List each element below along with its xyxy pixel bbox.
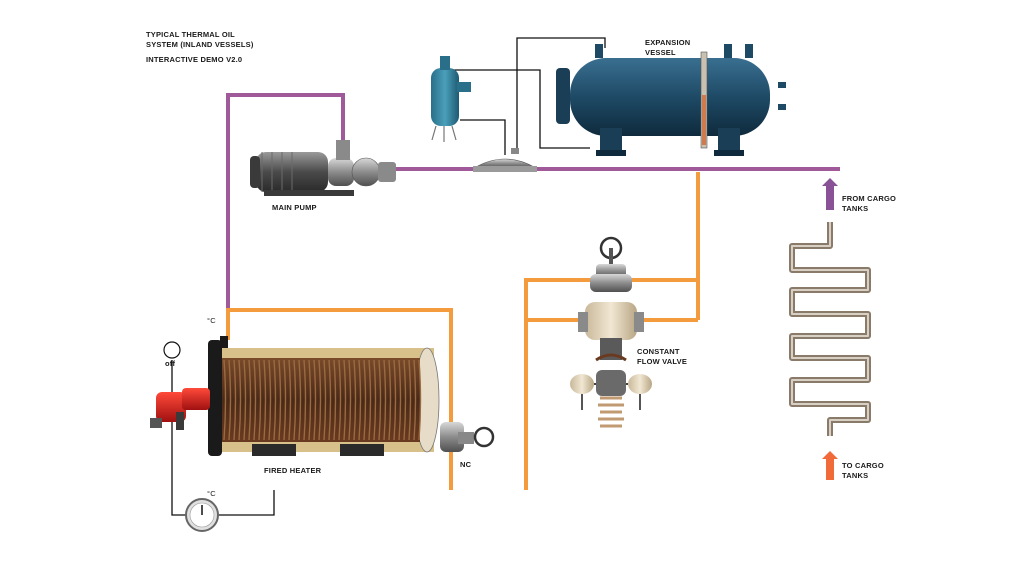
diagram-title: TYPICAL THERMAL OIL SYSTEM (INLAND VESSE…: [146, 30, 254, 49]
nc-label: NC: [460, 460, 472, 469]
nc-valve[interactable]: [440, 422, 495, 452]
constant-flow-valve[interactable]: [570, 302, 652, 428]
temp-unit-top: °C: [207, 316, 216, 325]
temp-unit-bottom: °C: [207, 489, 216, 498]
demo-version: INTERACTIVE DEMO V2.0: [146, 55, 243, 64]
burner-switch-label: off: [165, 359, 176, 368]
deaerator[interactable]: [472, 148, 538, 172]
from-cargo-arrow-icon: [822, 178, 838, 210]
from-cargo-tanks-label: FROM CARGO TANKS: [842, 194, 897, 213]
globe-valve[interactable]: [590, 236, 632, 292]
burner[interactable]: [150, 388, 210, 430]
return-oil-pipes: [226, 93, 840, 340]
pump-suction-pipe: [226, 93, 345, 340]
fired-heater[interactable]: [208, 336, 440, 456]
main-pump-label: MAIN PUMP: [272, 203, 317, 212]
heater-coils: [223, 359, 422, 441]
bypass-line: [524, 278, 698, 490]
main-pump[interactable]: [250, 140, 396, 196]
to-cargo-arrow-icon: [822, 451, 838, 480]
expansion-vessel[interactable]: [556, 44, 786, 156]
heater-outlet-pipe: [226, 308, 453, 490]
constant-flow-valve-label: CONSTANT FLOW VALVE: [637, 347, 688, 366]
to-cargo-tanks-label: TO CARGO TANKS: [842, 461, 884, 480]
temperature-gauge[interactable]: [185, 498, 219, 532]
fired-heater-label: FIRED HEATER: [264, 466, 322, 475]
burner-switch[interactable]: [163, 341, 181, 359]
air-separator[interactable]: [431, 56, 471, 142]
cargo-tank-heating-coil: [789, 222, 871, 436]
expansion-vessel-label: EXPANSION VESSEL: [645, 38, 691, 57]
